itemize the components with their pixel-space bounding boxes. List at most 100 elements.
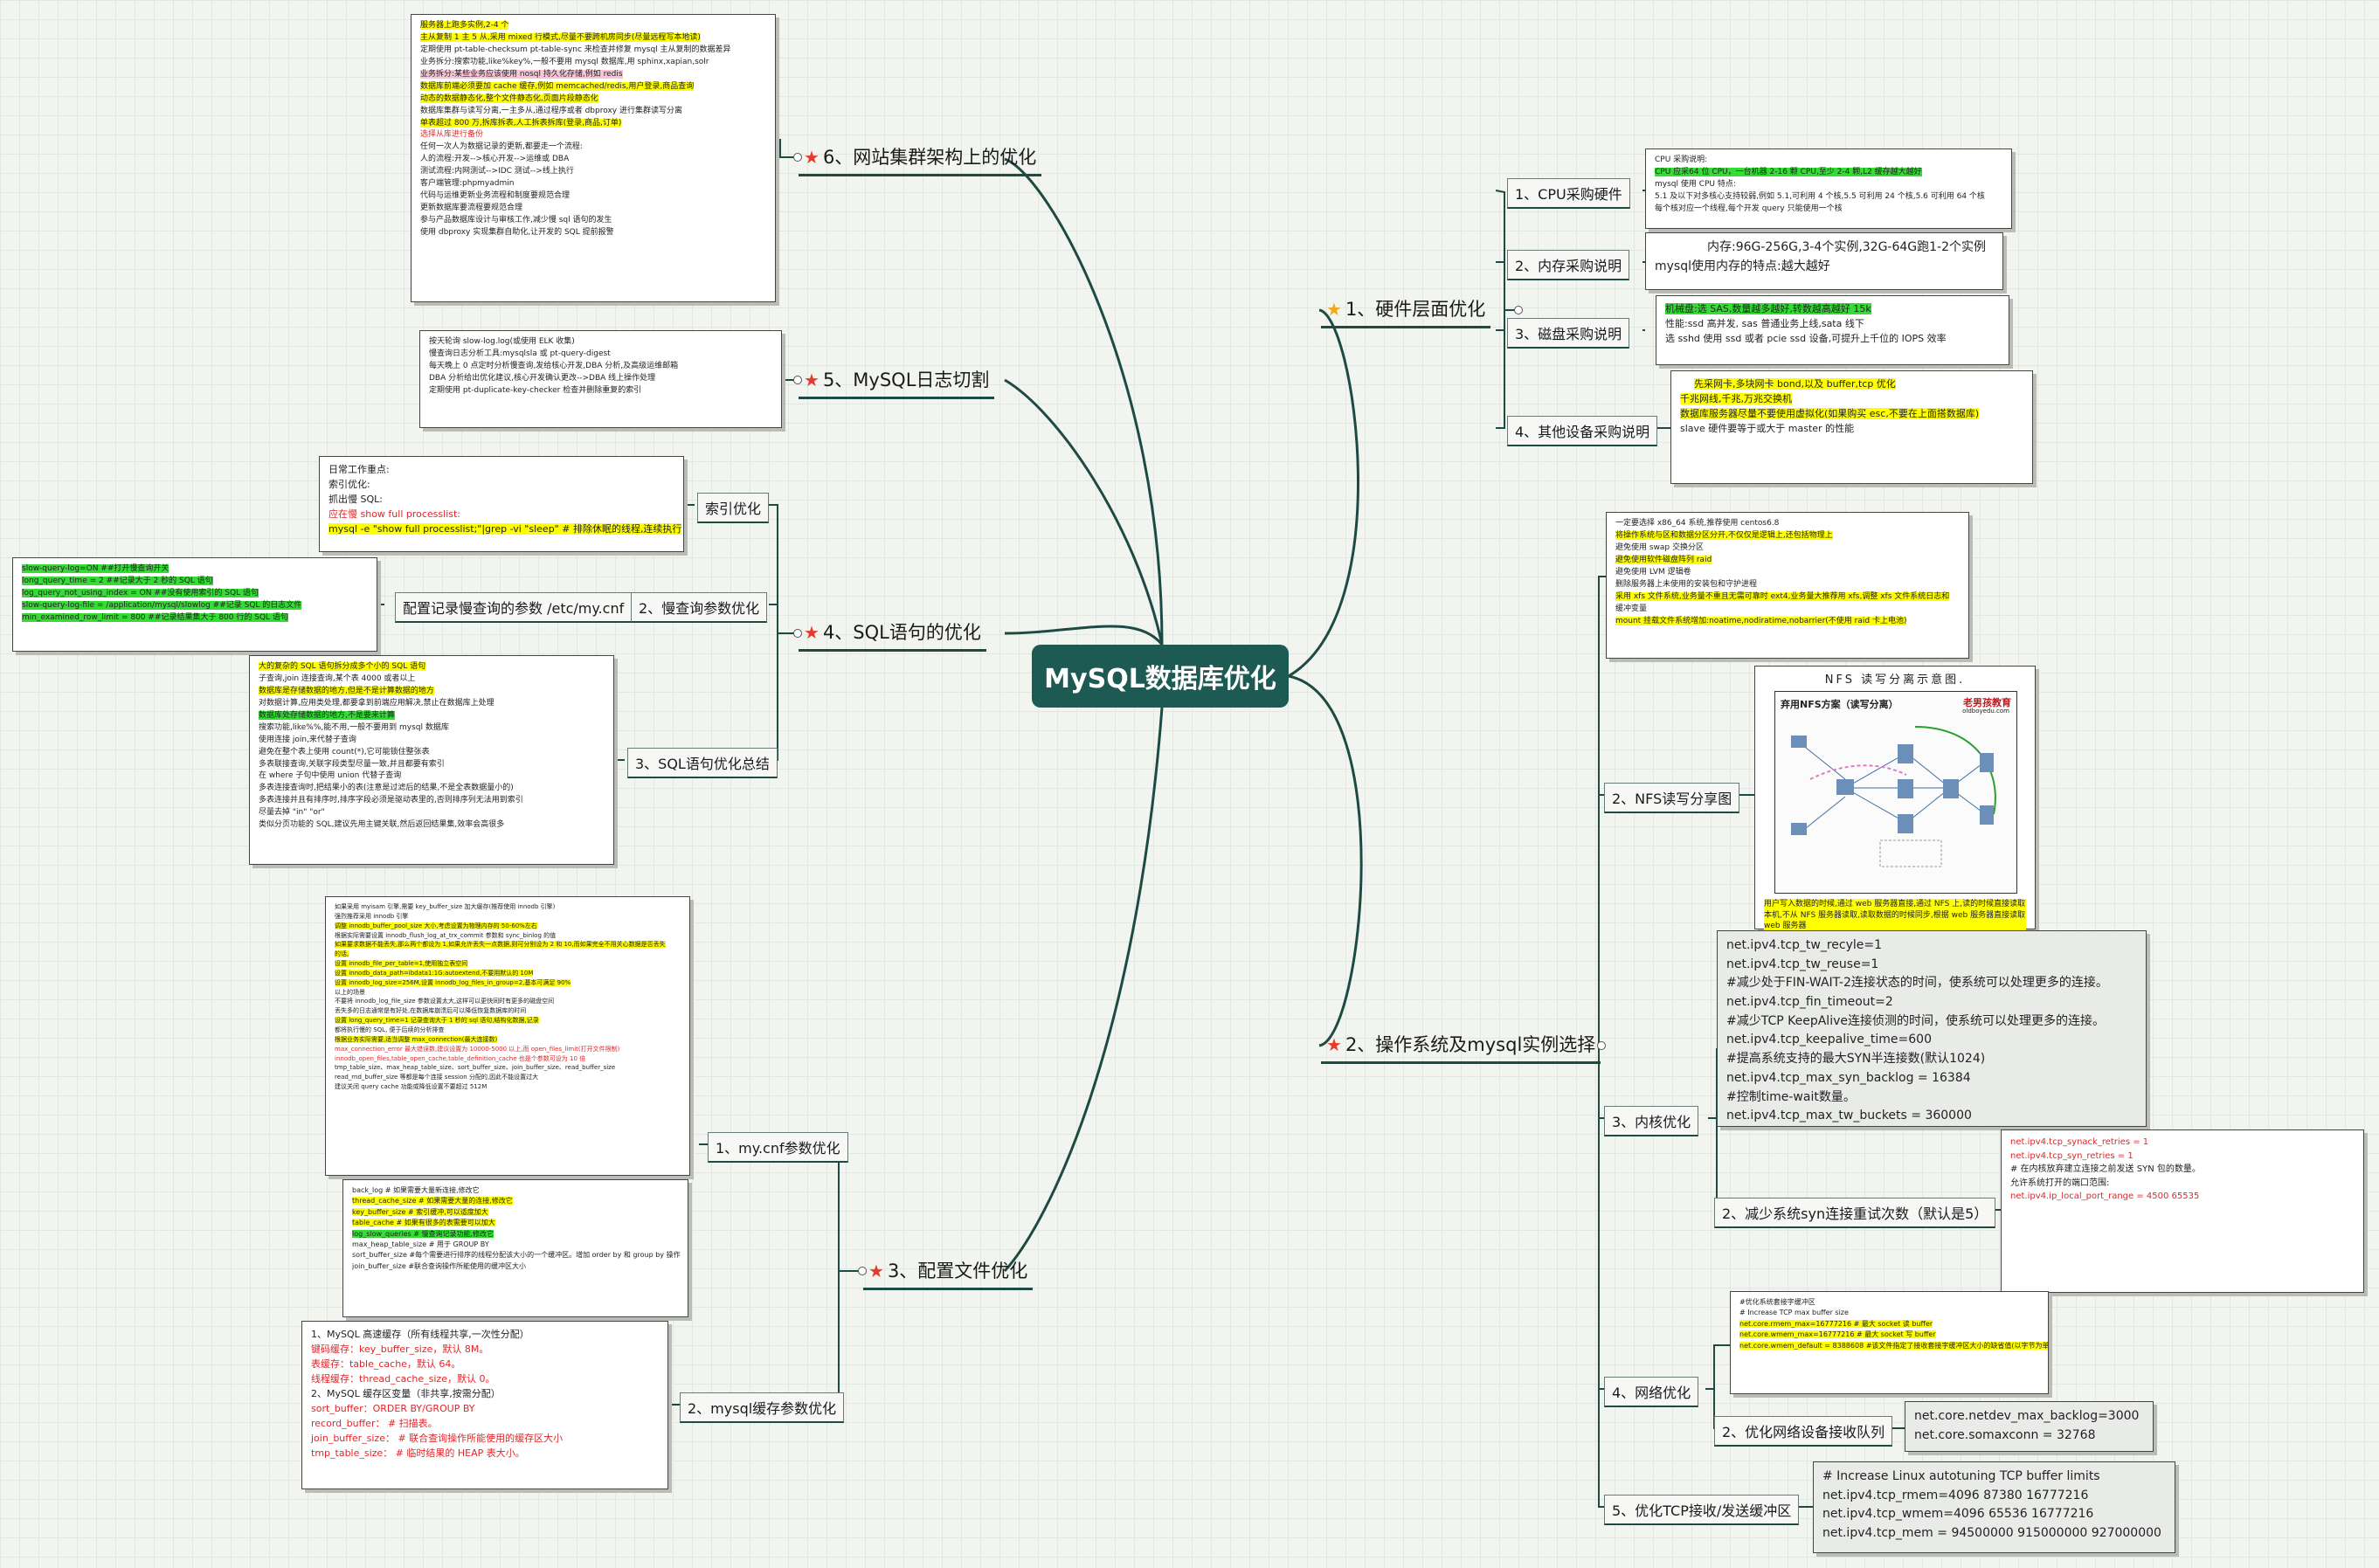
note-line: read_rnd_buffer_size 等都是每个连接 session 分配的… xyxy=(335,1074,539,1081)
star-icon: ★ xyxy=(804,622,820,643)
note-log-rotation: 按天轮询 slow-log.log(或使用 ELK 收集) 慢查询日志分析工具:… xyxy=(419,330,782,428)
note-line: 人的流程:开发-->核心开发-->运维或 DBA xyxy=(420,155,570,164)
collapse-toggle[interactable] xyxy=(793,629,802,638)
sub-syn-retries[interactable]: 2、减少系统syn连接重试次数（默认是5） xyxy=(1714,1198,1996,1228)
note-line: sort_buffer_size #每个需要进行排序的线程分配该大小的一个缓冲区… xyxy=(352,1251,681,1260)
sub-slow-query-config[interactable]: 配置记录慢查询的参数 /etc/my.cnf xyxy=(395,592,633,623)
note-line: 测试流程:内网测试-->IDC 测试-->线上执行 xyxy=(420,167,574,176)
note-line: 线程缓存：thread_cache_size，默认 0。 xyxy=(311,1373,495,1385)
sub-disk[interactable]: 3、磁盘采购说明 xyxy=(1507,318,1630,349)
note-line: net.core.netdev_max_backlog=3000 xyxy=(1914,1409,2140,1423)
note-line: slave 硬件要等于或大于 master 的性能 xyxy=(1680,423,1855,435)
note-line: table_cache # 如果有很多的表需要可以加大 xyxy=(352,1219,495,1227)
note-line: 索引优化: xyxy=(328,479,370,491)
sub-cache[interactable]: 2、mysql缓存参数优化 xyxy=(680,1392,845,1423)
note-line: #减少TCP KeepAlive连接侦测的时间，使系统可以处理更多的连接。 xyxy=(1726,1013,2105,1028)
note-syn: net.ipv4.tcp_synack_retries = 1 net.ipv4… xyxy=(2001,1129,2364,1293)
note-line: 避免使用软件磁盘阵列 raid xyxy=(1615,555,1712,564)
sub-cpu[interactable]: 1、CPU采购硬件 xyxy=(1507,178,1630,209)
note-line: net.ipv4.tcp_synack_retries = 1 xyxy=(2010,1137,2149,1147)
note-line: 根据实际需要设置 innodb_flush_log_at_trx_commit … xyxy=(335,931,557,939)
note-line: 使用连接 join,来代替子查询 xyxy=(259,735,356,744)
sub-index[interactable]: 索引优化 xyxy=(697,493,770,523)
note-line: 设置 innodb_file_per_table=1,使用独立表空间 xyxy=(335,960,468,968)
root-topic[interactable]: MySQL数据库优化 xyxy=(1032,645,1289,708)
branch-log[interactable]: ★5、MySQL日志切割 xyxy=(799,364,995,399)
note-line: 类似分页功能的 SQL,建议先用主键关联,然后返回结果集,效率会高很多 xyxy=(259,820,505,830)
nfs-topology xyxy=(1791,726,1996,867)
note-line: 如果采用 myisam 引擎,需要 key_buffer_size 加大缓存(推… xyxy=(335,903,556,910)
star-icon: ★ xyxy=(1326,299,1342,320)
note-line: 根据业务实际需要,适当调整 max_connection(最大连接数) xyxy=(335,1035,498,1043)
note-line: net.core.wmem_default = 8388608 #该文件指定了接… xyxy=(1739,1341,2048,1350)
collapse-toggle[interactable] xyxy=(1597,1041,1606,1050)
note-line: 数据库处存储数据的地方,不是要来计算 xyxy=(259,710,395,720)
note-line: record_buffer： # 扫描表。 xyxy=(311,1418,438,1430)
sub-slow-query[interactable]: 2、慢查询参数优化 xyxy=(631,592,768,623)
branch-hardware[interactable]: ★1、硬件层面优化 xyxy=(1321,294,1491,328)
note-line: mysql -e "show full processlist;"|grep -… xyxy=(328,523,682,535)
note-line: net.core.rmem_max=16777216 # 最大 socket 读… xyxy=(1739,1319,1933,1328)
note-line: 删除服务器上未使用的安装包和守护进程 xyxy=(1615,579,1758,589)
note-line: 数据库是存储数据的地方,但是不是计算数据的地方 xyxy=(259,686,434,695)
note-mycnf: 如果采用 myisam 引擎,需要 key_buffer_size 加大缓存(推… xyxy=(325,896,690,1176)
note-line: net.ipv4.ip_local_port_range = 4500 6553… xyxy=(2010,1192,2200,1201)
sub-net-queue[interactable]: 2、优化网络设备接收队列 xyxy=(1714,1416,1893,1447)
note-line: 大的复杂的 SQL 语句拆分成多个小的 SQL 语句 xyxy=(259,662,426,671)
collapse-toggle[interactable] xyxy=(793,376,802,384)
brand-site: oldboyedu.com xyxy=(1962,708,2009,715)
note-line: 使用 dbproxy 实现集群自助化,让开发的 SQL 提前报警 xyxy=(420,227,614,237)
note-line: net.ipv4.tcp_tw_reuse=1 xyxy=(1726,957,1879,971)
sub-nfs[interactable]: 2、NFS读写分享图 xyxy=(1604,783,1740,813)
branch-label: 6、网站集群架构上的优化 xyxy=(822,147,1037,168)
branch-cluster[interactable]: ★6、网站集群架构上的优化 xyxy=(799,142,1042,176)
note-line: #优化系统套接字缓冲区 xyxy=(1739,1298,1815,1306)
sub-sql-summary[interactable]: 3、SQL语句优化总结 xyxy=(627,748,778,778)
collapse-toggle[interactable] xyxy=(1514,306,1523,314)
sub-mycnf[interactable]: 1、my.cnf参数优化 xyxy=(708,1132,848,1163)
sub-tcp-buffer[interactable]: 5、优化TCP接收/发送缓冲区 xyxy=(1604,1495,1800,1525)
branch-sql[interactable]: ★4、SQL语句的优化 xyxy=(799,617,986,652)
branch-os[interactable]: ★2、操作系统及mysql实例选择 xyxy=(1321,1029,1601,1064)
note-line: max_connection_error 最大错误数,建议设置为 10000-5… xyxy=(335,1045,620,1053)
note-line: net.ipv4.tcp_max_tw_buckets = 360000 xyxy=(1726,1109,1972,1123)
note-line: 表缓存：table_cache，默认 64。 xyxy=(311,1358,461,1371)
note-kernel: net.ipv4.tcp_tw_recyle=1 net.ipv4.tcp_tw… xyxy=(1717,930,2147,1127)
note-line: net.core.wmem_max=16777216 # 最大 socket 写… xyxy=(1739,1330,1936,1339)
collapse-toggle[interactable] xyxy=(858,1267,867,1275)
sub-kernel[interactable]: 3、内核优化 xyxy=(1604,1106,1699,1136)
note-line: net.ipv4.tcp_tw_recyle=1 xyxy=(1726,938,1883,952)
note-sql-summary: 大的复杂的 SQL 语句拆分成多个小的 SQL 语句 子查询,join 连接查询… xyxy=(249,655,614,865)
figure-caption: 用户写入数据的时候,通过 web 服务器直接,通过 NFS 上,读的时候直接读取… xyxy=(1764,899,2026,932)
note-line: min_examined_row_limit = 800 ##记录结果集大于 8… xyxy=(22,612,288,622)
note-line: 数据库集群与读写分离,一主多从,通过程序或者 dbproxy 进行集群读写分离 xyxy=(420,106,682,115)
note-other: 先采网卡,多块网卡 bond,以及 buffer,tcp 优化 千兆网线,千兆,… xyxy=(1670,370,2033,484)
branch-config[interactable]: ★3、配置文件优化 xyxy=(863,1255,1034,1290)
note-net-queue: net.core.netdev_max_backlog=3000 net.cor… xyxy=(1905,1401,2154,1452)
note-line: 服务器上跑多实例,2-4 个 xyxy=(420,21,509,30)
note-memory: 内存:96G-256G,3-4个实例,32G-64G跑1-2个实例 mysql使… xyxy=(1645,232,2003,290)
note-line: 数据库服务器尽量不要使用虚拟化(如果购买 esc,不要在上面搭数据库) xyxy=(1680,408,1980,420)
note-line: 多表连接查询时,把结果小的表(注意是过滤后的结果,不是全表数据量小的) xyxy=(259,784,514,793)
note-cache: 1、MySQL 高速缓存（所有线程共享,一次性分配） 键码缓存：key_buff… xyxy=(301,1321,668,1489)
sub-network[interactable]: 4、网络优化 xyxy=(1604,1377,1699,1407)
collapse-toggle[interactable] xyxy=(793,153,802,162)
branch-label: 3、配置文件优化 xyxy=(887,1261,1028,1281)
note-line: 数据库前端必须要加 cache 缓存,例如 memcached/redis,用户… xyxy=(420,81,695,91)
note-line: 缓冲变量 xyxy=(1615,604,1648,613)
note-line: log_slow_queries # 慢查询记录功能,修改它 xyxy=(352,1229,494,1238)
note-line: 更新数据库要流程要规范合理 xyxy=(420,204,523,213)
note-line: 允许系统打开的端口范围: xyxy=(2010,1178,2110,1188)
note-line: 搜索功能,like%%,能不用,一般不要用到 mysql 数据库 xyxy=(259,722,449,732)
sub-memory[interactable]: 2、内存采购说明 xyxy=(1507,250,1630,280)
figure-title: NFS 读写分离示意图. xyxy=(1824,673,1966,687)
note-line: join_buffer_size： # 联合查询操作所能使用的缓存区大小 xyxy=(311,1433,564,1445)
note-line: 定期使用 pt-duplicate-key-checker 检查并删除重复的索引 xyxy=(429,385,642,395)
branch-label: 4、SQL语句的优化 xyxy=(822,622,981,643)
note-line: 强烈推荐采用 innodb 引擎 xyxy=(335,912,409,920)
note-line: 选 sshd 使用 ssd 或者 pcie ssd 设备,可提升上千位的 IOP… xyxy=(1665,333,1947,345)
note-line: 每天晚上 0 点定时分析慢查询,发给核心开发,DBA 分析,及高级运维邮箱 xyxy=(429,361,679,370)
note-line: 都将执行慢的 SQL, 便于后续的分析排查 xyxy=(335,1026,445,1033)
sub-other-devices[interactable]: 4、其他设备采购说明 xyxy=(1507,416,1658,446)
note-line: 子查询,join 连接查询,某个表 4000 或者以上 xyxy=(259,673,416,683)
